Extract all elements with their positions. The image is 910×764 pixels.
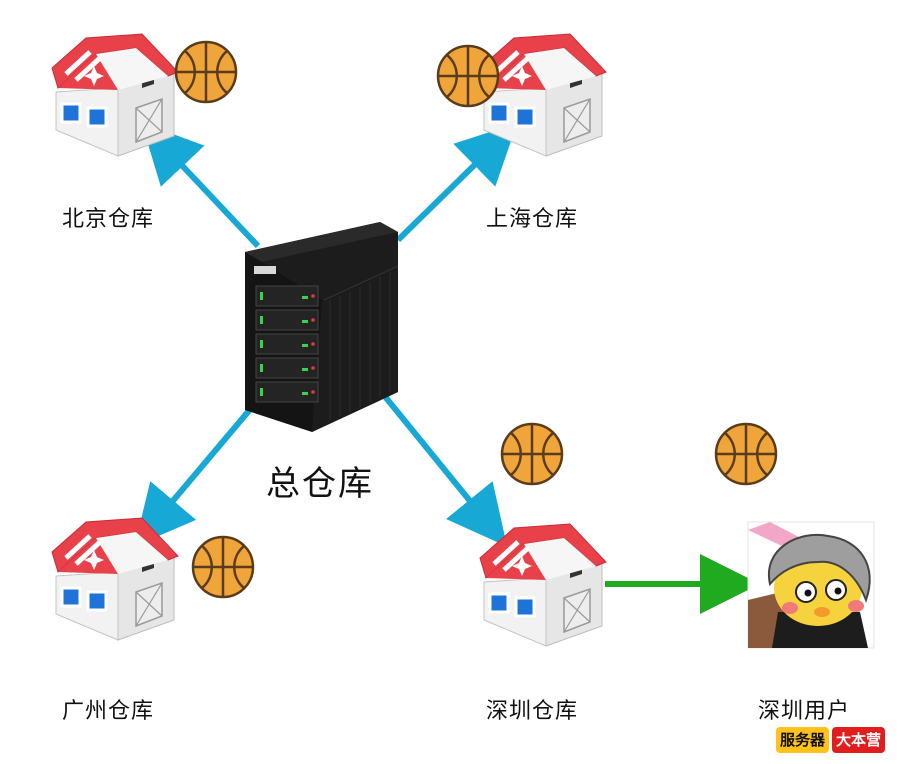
warehouse-guangzhou-icon (52, 518, 178, 640)
basketball-icon (714, 422, 778, 486)
server-icon (245, 222, 399, 432)
arrow-to-shanghai (395, 123, 518, 243)
user-label: 深圳用户 (758, 699, 851, 724)
basketball-icon (500, 422, 564, 486)
basketball-icon (174, 40, 238, 104)
warehouse-shenzhen-icon (480, 524, 606, 646)
watermark-part-1: 服务器 (776, 727, 830, 753)
warehouse-beijing-label: 北京仓库 (62, 207, 155, 232)
watermark-part-2: 大本营 (832, 727, 886, 753)
basketball-icon (436, 44, 500, 108)
arrow-to-beijing (141, 122, 261, 249)
warehouse-shenzhen-label: 深圳仓库 (486, 699, 579, 724)
watermark: 服务器 大本营 (776, 727, 886, 753)
warehouse-guangzhou-label: 广州仓库 (62, 699, 155, 724)
arrow-to-guangzhou (134, 398, 261, 547)
warehouse-shanghai-icon (480, 34, 606, 156)
user-avatar (747, 521, 875, 649)
arrow-to-shenzhen (375, 386, 508, 547)
basketball-icon (191, 535, 255, 599)
warehouse-shanghai-label: 上海仓库 (486, 207, 579, 232)
warehouse-beijing-icon (52, 34, 178, 156)
central-warehouse-label: 总仓库 (266, 464, 374, 504)
